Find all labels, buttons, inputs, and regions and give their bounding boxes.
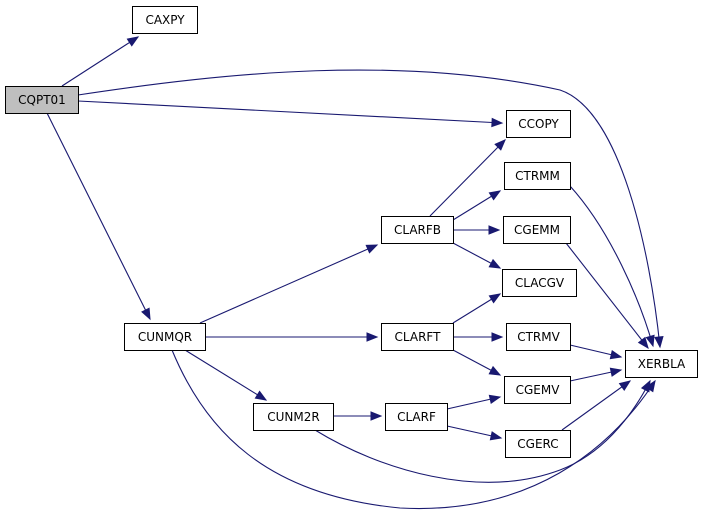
arrowhead — [488, 258, 502, 269]
node-label: CUNMQR — [138, 330, 192, 344]
edge-cqpt01-to-cunmqr — [46, 112, 151, 321]
node-xerbla[interactable]: XERBLA — [625, 350, 698, 378]
node-box — [505, 430, 571, 458]
node-label: CLARFT — [395, 330, 442, 344]
node-box — [381, 216, 454, 244]
node-box — [504, 162, 571, 190]
arrowhead — [654, 336, 664, 349]
node-label: CLARF — [397, 410, 436, 424]
edge-ctrmv-to-xerbla — [569, 344, 623, 360]
arrowhead — [365, 244, 379, 254]
node-box — [503, 216, 571, 244]
edge-clarfb-to-ctrmm — [452, 190, 502, 221]
edge-clarft-to-clacgv — [452, 293, 502, 324]
edges-layer — [46, 36, 664, 510]
node-label: CTRMM — [515, 169, 560, 183]
edge-clarf-to-cgerc — [446, 425, 503, 441]
node-label: CGEMV — [516, 383, 561, 397]
edge-cunmqr-to-cunm2r — [184, 349, 268, 401]
node-clacgv[interactable]: CLACGV — [502, 269, 577, 297]
edge-ctrmm-to-xerbla — [569, 185, 655, 348]
node-box — [381, 323, 454, 351]
node-label: CQPT01 — [18, 93, 66, 107]
arrowhead — [488, 225, 501, 235]
node-label: CGEMM — [514, 223, 560, 237]
arrowhead — [609, 367, 623, 377]
edge-cgerc-to-xerbla — [561, 380, 632, 431]
arrowhead — [489, 431, 503, 441]
node-label: CUNM2R — [267, 410, 319, 424]
node-clarft[interactable]: CLARFT — [381, 323, 454, 351]
arrowhead — [645, 334, 655, 348]
node-box — [504, 376, 571, 404]
edge-cqpt01-to-caxpy — [61, 36, 140, 87]
node-box — [506, 110, 571, 138]
node-label: CGERC — [517, 437, 558, 451]
edge-cunm2r-to-clarf — [333, 411, 383, 421]
edge-clarfb-to-ccopy — [429, 139, 506, 217]
arrowhead — [370, 411, 383, 421]
node-box — [132, 6, 198, 34]
edge-cunm2r-to-xerbla — [314, 379, 651, 483]
node-box — [124, 323, 206, 351]
node-cgemm[interactable]: CGEMM — [503, 216, 571, 244]
arrowhead — [609, 349, 623, 360]
edge-cqpt01-to-ccopy — [77, 100, 504, 128]
edge-clarft-to-cgemv — [452, 349, 502, 376]
node-cgerc[interactable]: CGERC — [505, 430, 571, 458]
node-label: CCOPY — [518, 117, 559, 131]
arrowhead — [126, 36, 140, 47]
node-ctrmv[interactable]: CTRMV — [506, 323, 571, 351]
node-label: CLACGV — [515, 276, 565, 290]
node-clarf[interactable]: CLARF — [385, 403, 448, 431]
node-label: CLARFB — [394, 223, 441, 237]
edge-clarfb-to-clacgv — [452, 242, 502, 269]
node-label: CTRMV — [517, 330, 560, 344]
edge-cqpt01-to-xerbla — [77, 69, 664, 349]
arrowhead — [254, 390, 268, 401]
arrowhead — [640, 379, 651, 393]
node-label: XERBLA — [638, 357, 686, 371]
node-box — [502, 269, 577, 297]
node-box — [253, 403, 334, 431]
node-box — [506, 323, 571, 351]
edge-cunmqr-to-clarft — [205, 332, 379, 342]
edge-clarfb-to-cgemm — [453, 225, 501, 235]
edge-clarft-to-ctrmv — [453, 332, 504, 342]
nodes-layer: CQPT01 CAXPY XERBLA CCOPY CUNMQR CLARFB CTRMM C… — [5, 6, 698, 458]
node-ccopy[interactable]: CCOPY — [506, 110, 571, 138]
arrowhead — [491, 117, 504, 128]
node-cunmqr[interactable]: CUNMQR — [124, 323, 206, 351]
arrowhead — [618, 380, 632, 391]
node-label: CAXPY — [145, 13, 185, 27]
edge-cgemm-to-xerbla — [565, 242, 649, 350]
node-caxpy[interactable]: CAXPY — [132, 6, 198, 34]
arrowhead — [488, 394, 502, 404]
arrowhead — [494, 139, 506, 151]
arrowhead — [366, 332, 379, 342]
node-cunm2r[interactable]: CUNM2R — [253, 403, 334, 431]
arrowhead — [488, 293, 502, 304]
arrowhead — [637, 336, 649, 350]
arrowhead — [141, 307, 151, 321]
arrowhead — [488, 190, 502, 201]
node-box — [625, 350, 698, 378]
edge-cunmqr-to-clarfb — [199, 244, 379, 324]
node-box — [5, 86, 79, 114]
node-cgemv[interactable]: CGEMV — [504, 376, 571, 404]
edge-clarf-to-cgemv — [446, 394, 502, 410]
node-box — [385, 403, 448, 431]
edge-cgemv-to-xerbla — [569, 367, 623, 382]
arrowhead — [488, 365, 502, 376]
node-cqpt01[interactable]: CQPT01 — [5, 86, 79, 114]
arrowhead — [491, 332, 504, 342]
node-ctrmm[interactable]: CTRMM — [504, 162, 571, 190]
node-clarfb[interactable]: CLARFB — [381, 216, 454, 244]
